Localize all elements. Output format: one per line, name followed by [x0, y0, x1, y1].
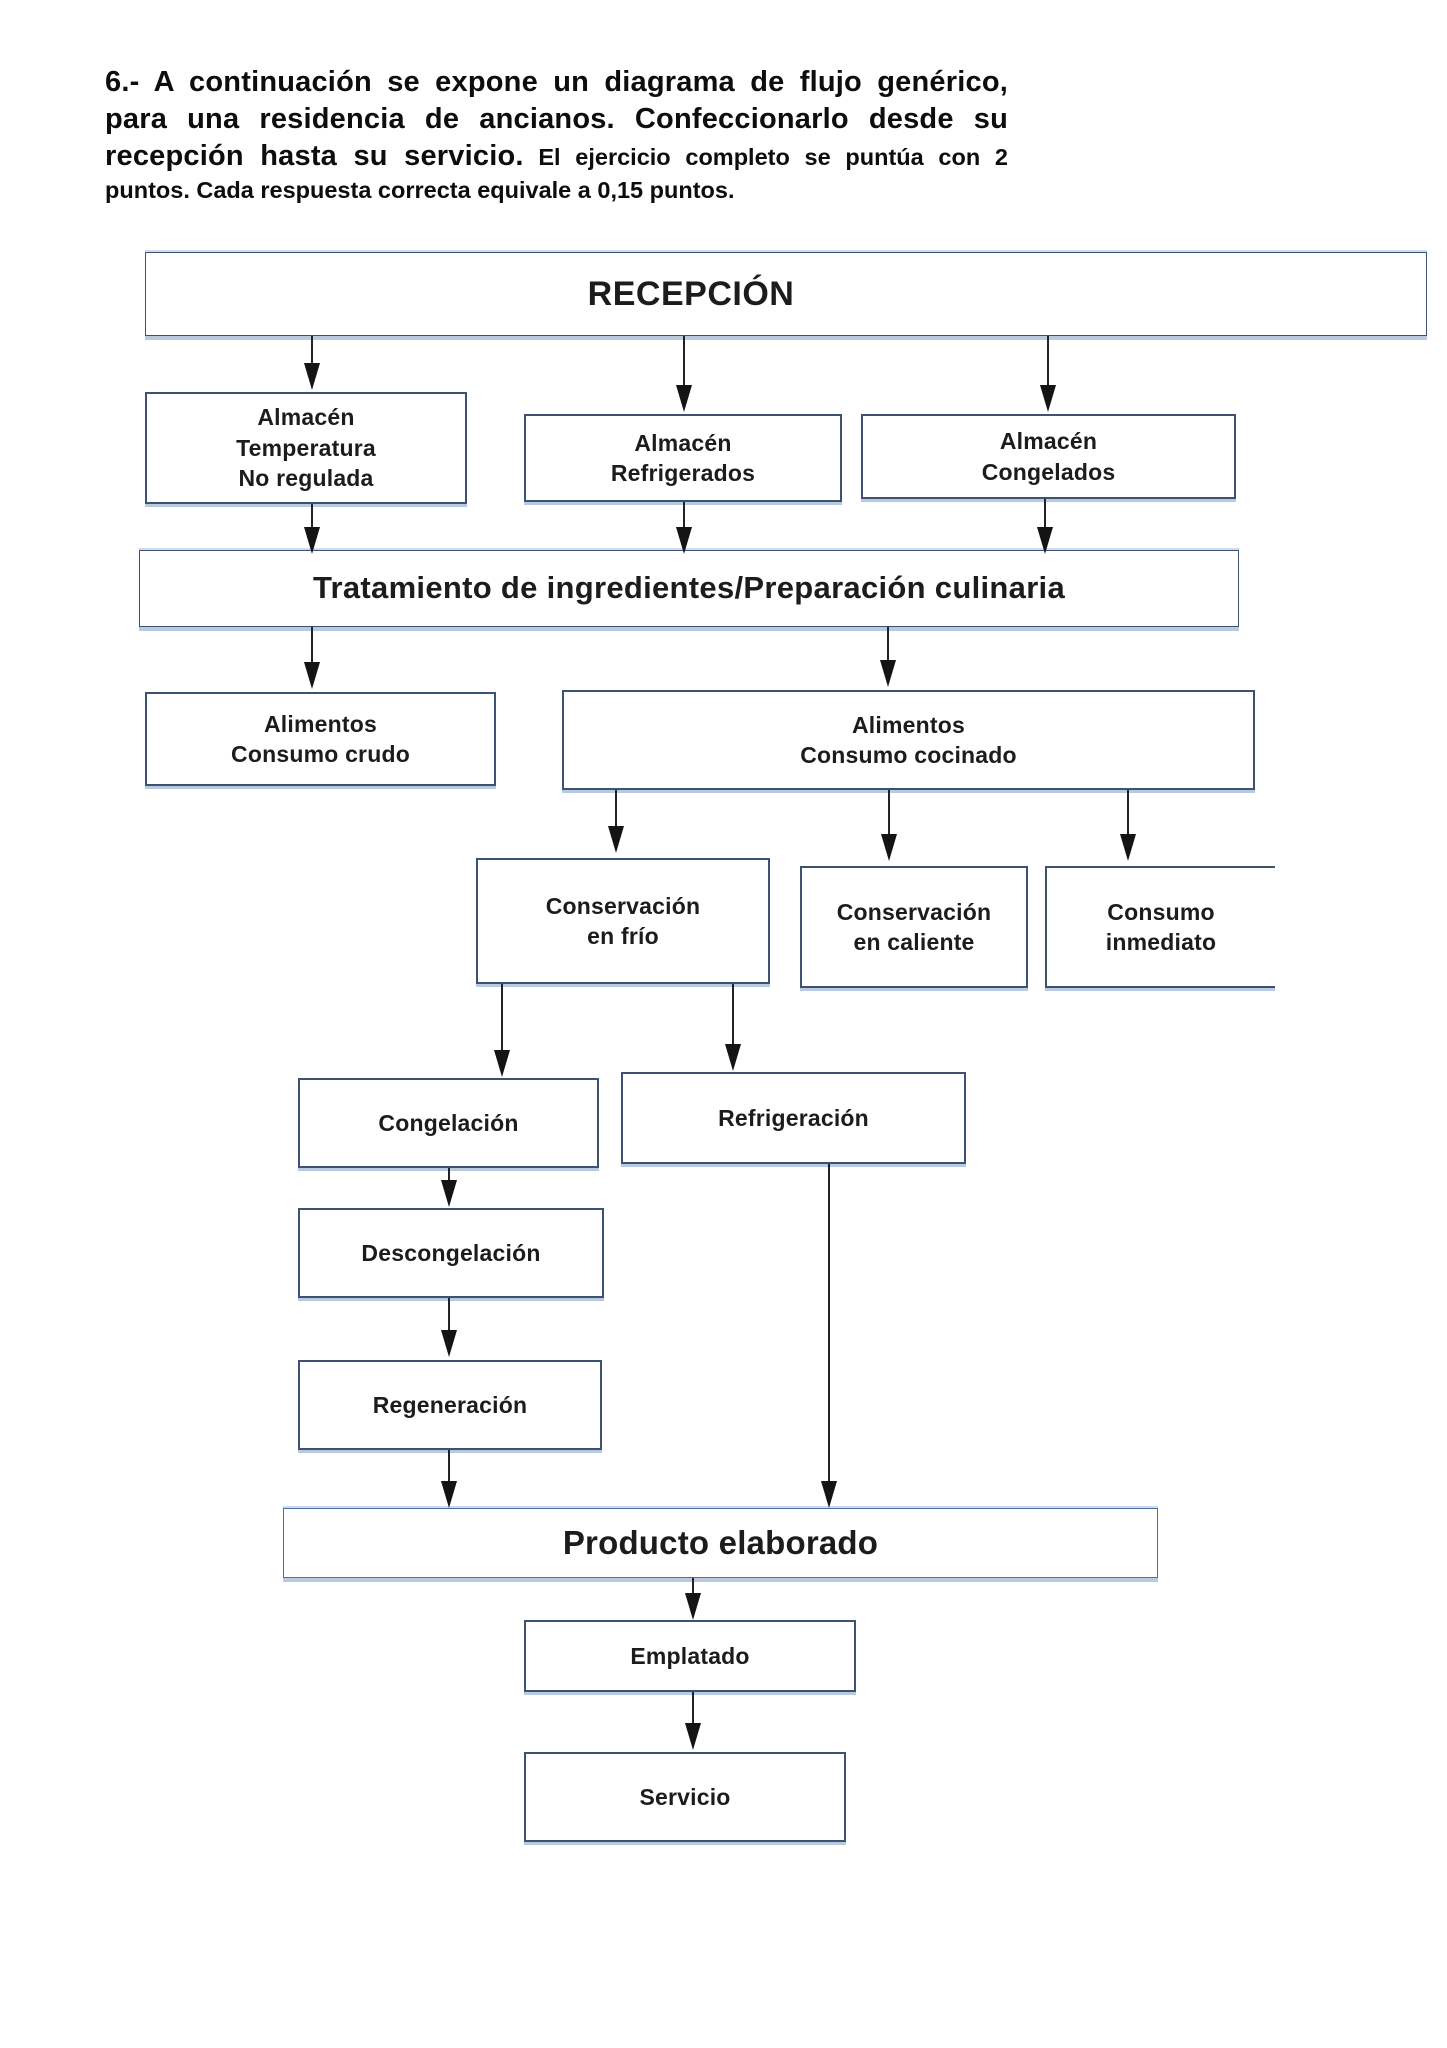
node-descongelacion: Descongelación [298, 1208, 604, 1298]
node-recepcion: RECEPCIÓN [145, 252, 1427, 336]
arrow-head-icon [1037, 527, 1053, 554]
node-label: Conservación [836, 898, 992, 925]
node-label: No regulada [238, 465, 374, 492]
node-label: Emplatado [630, 1642, 750, 1669]
exercise-statement-note: El ejercicio completo se puntúa con 2 pu… [105, 144, 1009, 204]
node-label: Producto elaborado [562, 1524, 879, 1562]
node-label: Alimentos [852, 711, 965, 738]
arrow-head-icon [725, 1044, 741, 1071]
arrow-head-icon [676, 385, 692, 412]
arrow-head-icon [685, 1723, 701, 1750]
arrow-head-icon [304, 662, 320, 689]
node-label: inmediato [1105, 929, 1217, 955]
arrow-head-icon [880, 660, 896, 687]
arrow-line [448, 1450, 450, 1483]
arrow-line [732, 984, 734, 1045]
node-label: Refrigerados [610, 460, 756, 486]
arrow-head-icon [881, 834, 897, 861]
arrow-head-icon [441, 1481, 457, 1508]
arrow-head-icon [441, 1330, 457, 1357]
node-label: Descongelación [361, 1239, 541, 1266]
node-label: RECEPCIÓN [587, 274, 795, 313]
node-label: Almacén [257, 404, 355, 431]
node-label: en caliente [853, 929, 975, 955]
node-conservacion-en-caliente: Conservación en caliente [800, 866, 1028, 988]
node-label: Almacén [634, 429, 732, 456]
node-congelacion: Congelación [298, 1078, 599, 1168]
node-producto-elaborado: Producto elaborado [283, 1508, 1158, 1578]
arrow-line [448, 1168, 450, 1182]
node-regeneracion: Regeneración [298, 1360, 602, 1450]
arrow-line [692, 1578, 694, 1594]
arrow-head-icon [821, 1481, 837, 1508]
node-almacen-refrigerados: Almacén Refrigerados [524, 414, 842, 502]
arrow-line [311, 627, 313, 663]
node-conservacion-en-frio: Conservación en frío [476, 858, 770, 984]
node-emplatado: Emplatado [524, 1620, 856, 1692]
node-almacen-temperatura-no-regulada: Almacén Temperatura No regulada [145, 392, 467, 504]
arrow-head-icon [304, 527, 320, 554]
node-label: Refrigeración [718, 1104, 869, 1131]
arrow-head-icon [685, 1593, 701, 1620]
node-tratamiento-preparacion: Tratamiento de ingredientes/Preparación … [139, 550, 1239, 627]
node-label: Tratamiento de ingredientes/Preparación … [312, 570, 1066, 606]
arrow-line [683, 336, 685, 386]
node-consumo-inmediato: Consumo inmediato [1045, 866, 1275, 988]
node-label: Consumo crudo [231, 741, 410, 767]
arrow-line [311, 504, 313, 528]
node-label: Consumo [1107, 898, 1215, 925]
arrow-line [887, 627, 889, 661]
arrow-head-icon [494, 1050, 510, 1077]
arrow-line [311, 336, 313, 364]
arrow-line [888, 790, 890, 835]
arrow-head-icon [608, 826, 624, 853]
node-label: Servicio [639, 1783, 731, 1810]
node-refrigeracion: Refrigeración [621, 1072, 966, 1164]
node-servicio: Servicio [524, 1752, 846, 1842]
exercise-statement-main: 6.- A continuación se expone un diagrama… [105, 66, 1008, 173]
node-label: en frío [587, 923, 659, 949]
node-almacen-congelados: Almacén Congelados [861, 414, 1236, 499]
arrow-line [1127, 790, 1129, 835]
node-label: Almacén [999, 428, 1098, 455]
arrow-head-icon [1040, 385, 1056, 412]
node-label: Congelados [981, 458, 1116, 485]
arrow-line [615, 790, 617, 827]
node-label: Conservación [545, 892, 701, 919]
arrow-line [1047, 336, 1049, 386]
arrow-line [683, 502, 685, 528]
node-label: Alimentos [264, 710, 377, 737]
arrow-line [501, 984, 503, 1051]
arrow-head-icon [676, 527, 692, 554]
node-label: Consumo cocinado [800, 742, 1017, 768]
arrow-head-icon [441, 1180, 457, 1207]
arrow-line [692, 1692, 694, 1724]
arrow-head-icon [1120, 834, 1136, 861]
arrow-head-icon [304, 363, 320, 390]
node-label: Temperatura [236, 434, 376, 461]
exercise-statement: 6.- A continuación se expone un diagrama… [105, 64, 1008, 205]
node-label: Congelación [378, 1109, 519, 1136]
node-alimentos-consumo-crudo: Alimentos Consumo crudo [145, 692, 496, 786]
arrow-line [448, 1298, 450, 1331]
node-label: Regeneración [372, 1391, 528, 1418]
node-alimentos-consumo-cocinado: Alimentos Consumo cocinado [562, 690, 1255, 790]
arrow-line [828, 1164, 830, 1482]
arrow-line [1044, 499, 1046, 528]
